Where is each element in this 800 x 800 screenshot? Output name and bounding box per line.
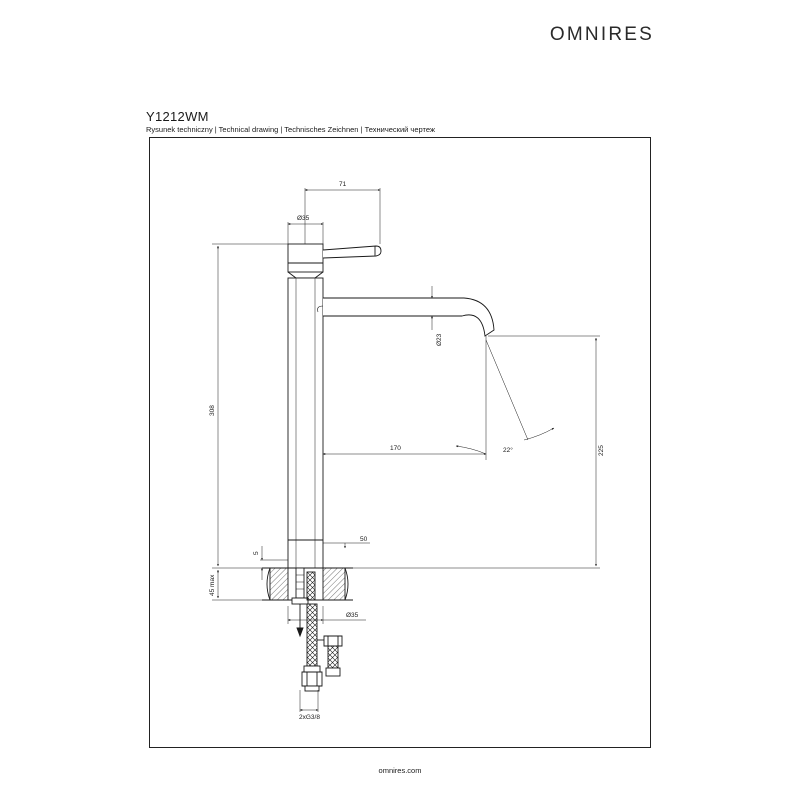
dim-base-width: 50 (360, 536, 368, 543)
supply-hoses (301, 603, 343, 692)
drawing-subtitle: Rysunek techniczny | Technical drawing |… (146, 125, 435, 134)
dim-total-height: 308 (209, 405, 216, 416)
countertop-section (262, 567, 353, 638)
dim-base-offset: 5 (253, 551, 260, 555)
brand-logo: OMNIRES (549, 24, 654, 45)
faucet-body (287, 277, 324, 569)
dim-countertop-max: 45 max (209, 574, 216, 596)
dim-hole-diameter: Ø35 (346, 612, 359, 619)
dim-spout-reach: 170 (390, 445, 401, 452)
dim-outlet-diameter: Ø23 (436, 333, 443, 346)
faucet-cap (287, 243, 324, 273)
dim-handle-reach: 71 (339, 181, 347, 188)
model-number: Y1212WM (146, 109, 209, 124)
faucet-outline (287, 243, 495, 569)
dimension-lines (212, 188, 600, 712)
drawing-frame (149, 137, 651, 748)
faucet-spout (323, 297, 495, 337)
dim-spout-height: 225 (598, 445, 605, 456)
footer-url: omnires.com (378, 766, 422, 775)
dim-rotation-angle: 22° (503, 446, 513, 454)
dim-connection: 2xG3/8 (299, 714, 320, 721)
dim-body-diameter: Ø35 (297, 215, 310, 222)
faucet-handle (322, 245, 382, 259)
